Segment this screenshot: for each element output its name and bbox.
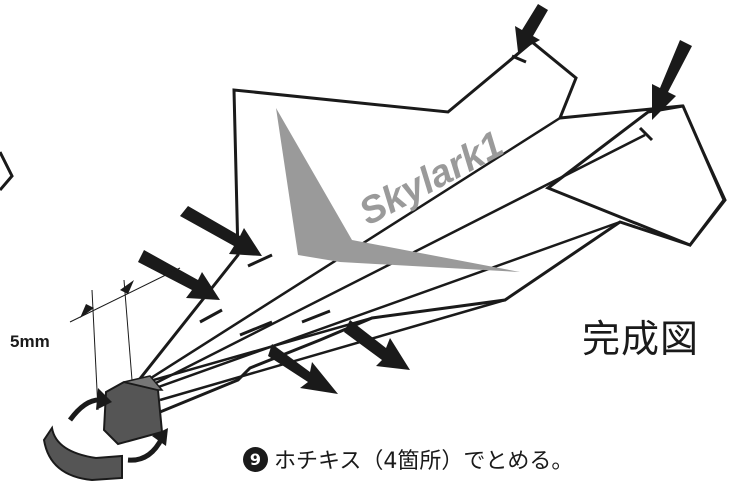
rotate-arrow-icon: [96, 388, 112, 410]
step-text: ホチキス（4箇所）でとめる。: [274, 449, 574, 474]
weight-clip-icon: [102, 375, 164, 446]
staple-marks: [199, 54, 654, 337]
dimension-label: 5mm: [10, 332, 50, 351]
staple-arrow-icon: [180, 206, 262, 256]
staple-arrow-icon: [515, 4, 548, 52]
dimension-guide: [69, 267, 181, 411]
tail-fin-outline: [544, 104, 726, 247]
step-instruction: 9 ホチキス（4箇所）でとめる。: [243, 443, 573, 475]
step-number-badge: 9: [243, 446, 268, 472]
staple-arrow-icon: [652, 40, 692, 120]
rotate-arrow-icon: [127, 436, 165, 463]
rotate-arrow-icon: [152, 428, 168, 446]
staple-arrows: [138, 4, 692, 394]
staple-arrow-icon: [344, 320, 410, 370]
staple-arrow-icon: [138, 250, 220, 300]
partial-arrow-icon: [0, 151, 14, 191]
dimension-arrow-icon: [80, 280, 134, 318]
weight-piece-icon: [42, 425, 123, 482]
staple-arrow-icon: [268, 344, 338, 394]
delta-logo-shape: [276, 108, 520, 272]
diagram-title: 完成図: [582, 317, 700, 361]
